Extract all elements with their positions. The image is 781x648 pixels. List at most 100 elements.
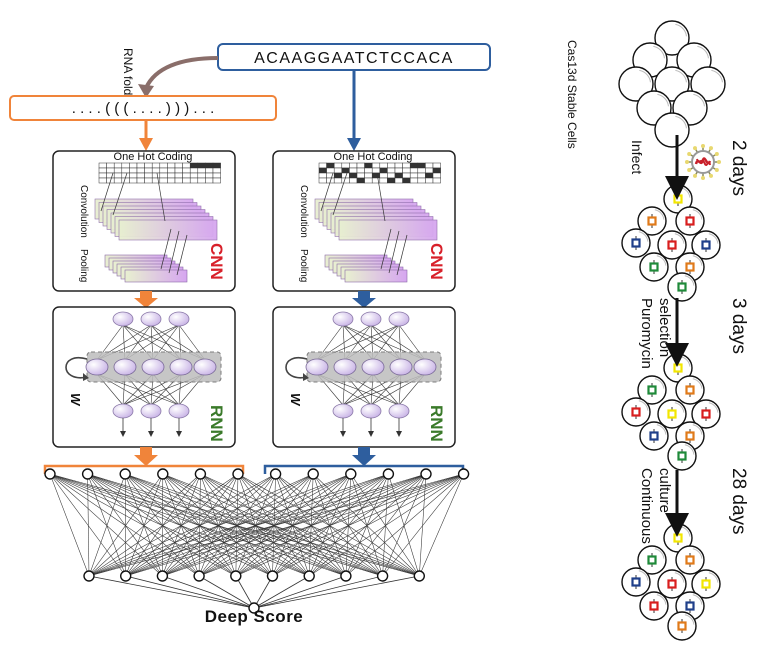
arrow-cnn-to-rnn-right — [352, 291, 376, 308]
cell-highlight — [708, 233, 719, 244]
grid-cell — [402, 162, 411, 169]
grid-cell — [379, 177, 388, 184]
marker-gene — [649, 262, 659, 272]
grid-cell — [136, 172, 145, 179]
dense-edge — [125, 473, 464, 577]
grid-cell — [129, 177, 138, 184]
cells-label: Cas13d Stable Cells — [565, 40, 579, 149]
rnn-hidden-node — [85, 358, 109, 376]
cell-highlight — [675, 69, 687, 83]
dense-edge — [200, 473, 347, 577]
grid-cell — [129, 162, 138, 169]
grid-cell — [371, 172, 381, 179]
grid-cell — [364, 162, 373, 169]
grid-cell — [387, 167, 396, 174]
grid-cell — [189, 167, 199, 174]
marker-gene — [701, 240, 711, 250]
grid-cell — [409, 172, 419, 179]
virus-spike-tip — [714, 152, 719, 156]
marker-gene — [685, 555, 695, 565]
grid-cell — [356, 177, 365, 184]
dense-input-node — [194, 468, 207, 480]
cell-membrane — [690, 66, 726, 102]
grid-cell — [98, 162, 107, 169]
output-edge — [198, 575, 255, 609]
grid-cell — [113, 177, 123, 184]
marker-gene — [677, 621, 687, 631]
grid-cell — [417, 167, 426, 174]
rnn-network — [285, 311, 442, 437]
rnn-output-arrowhead — [120, 431, 126, 437]
cell — [657, 399, 687, 429]
cell-highlight — [638, 570, 649, 581]
cell-highlight — [697, 45, 709, 59]
dense-edge — [275, 473, 383, 577]
dense-edge — [162, 473, 464, 577]
grid-cell — [341, 167, 350, 174]
dense-hidden-node — [413, 570, 425, 582]
rnn-label: RNN — [427, 405, 446, 442]
grid-cell — [409, 167, 419, 174]
cell-highlight — [684, 444, 695, 455]
conv-feature-map — [338, 219, 438, 241]
rnn-input-node — [112, 311, 134, 327]
rnn-hidden-node — [305, 358, 329, 376]
dense-edge — [88, 473, 126, 577]
cell-highlight — [692, 209, 703, 220]
dense-edge — [272, 473, 276, 577]
conv-link — [112, 172, 128, 216]
grid-cell — [106, 162, 115, 169]
grid-cell — [197, 177, 206, 184]
rnn-input-node — [140, 311, 162, 327]
convolution-label: Convolution — [78, 185, 89, 238]
grid-cell — [371, 167, 381, 174]
dense-edge — [198, 473, 239, 577]
grid-cell — [364, 167, 373, 174]
virus-spike-tip — [693, 146, 697, 151]
convolution-layers — [314, 172, 438, 241]
marker-gene — [667, 240, 677, 250]
grid-cell — [121, 167, 130, 174]
grid-cell — [212, 167, 221, 174]
virus-spike-tip — [687, 168, 692, 172]
pool-link — [388, 230, 400, 274]
cell — [639, 421, 669, 451]
dense-input-node — [382, 468, 395, 480]
rnn-input-node — [332, 311, 354, 327]
grid-cell — [349, 162, 358, 169]
cell-highlight — [674, 572, 685, 583]
dense-edge — [87, 473, 200, 577]
recurrent-loop-arrowhead — [83, 373, 89, 381]
dense-edge — [124, 473, 163, 577]
dense-edge — [87, 473, 126, 577]
grid-cell — [402, 167, 411, 174]
dense-edge — [200, 473, 237, 577]
marker-gene — [647, 555, 657, 565]
step-action-selection-line2: selection — [656, 298, 673, 357]
cell — [691, 399, 721, 429]
cell-membrane — [618, 66, 654, 102]
grid-cell — [394, 167, 403, 174]
structure-text: . . . . ( ( ( . . . . ) ) ) . . . — [72, 100, 215, 117]
dense-edge — [350, 473, 420, 577]
grid-cell — [356, 167, 365, 174]
rna-fold-arrow: RNA fold — [121, 48, 219, 98]
grid-cell — [113, 172, 123, 179]
dense-edge — [87, 473, 90, 577]
grid-cell — [432, 172, 441, 179]
grid-cell — [425, 167, 434, 174]
dense-edge — [162, 473, 273, 577]
cell-highlight — [675, 115, 687, 129]
marker-gene — [685, 262, 695, 272]
dense-input-node — [269, 468, 282, 480]
output-edge — [253, 575, 420, 609]
marker-gene — [667, 579, 677, 589]
grid-cell — [349, 167, 358, 174]
cell-highlight — [692, 424, 703, 435]
dense-edge — [200, 473, 383, 577]
marker-gene — [673, 363, 683, 373]
sequence-text: ACAAGGAATCTCCACA — [254, 50, 454, 67]
grid-cell — [333, 162, 343, 169]
step-duration-selection: 3 days — [728, 298, 749, 354]
output-edge — [88, 575, 255, 609]
